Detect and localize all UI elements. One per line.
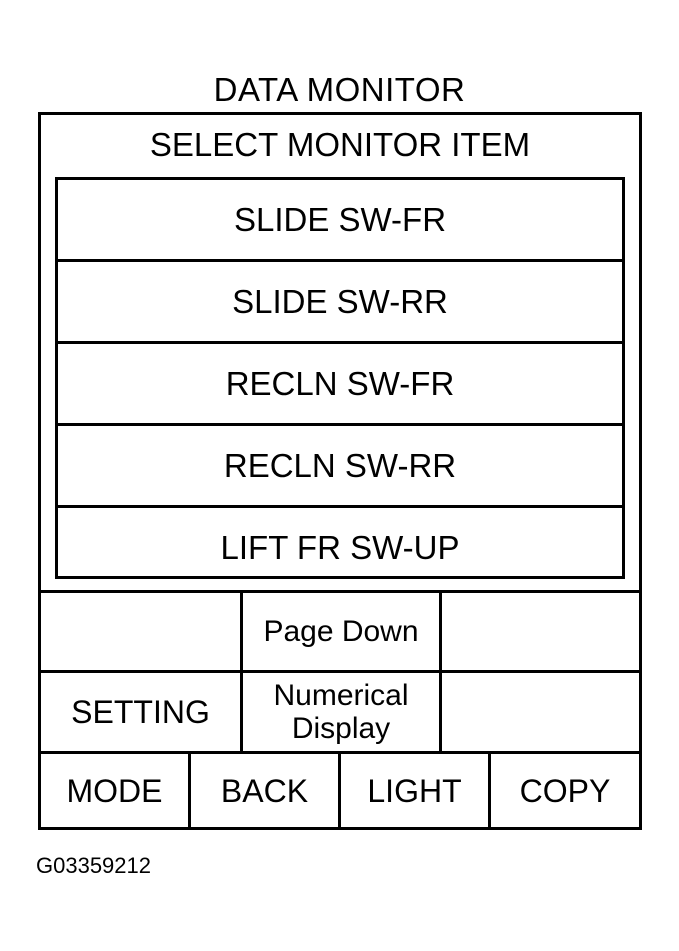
list-item-label: SLIDE SW-RR — [232, 282, 448, 320]
empty-button-right-2 — [442, 673, 639, 751]
copy-button[interactable]: COPY — [491, 754, 639, 827]
data-monitor-screen: SELECT MONITOR ITEM SLIDE SW-FR SLIDE SW… — [38, 112, 642, 830]
light-label: LIGHT — [367, 772, 462, 809]
list-item-label: SLIDE SW-FR — [233, 200, 447, 238]
button-row-3: MODE BACK LIGHT COPY — [41, 754, 639, 827]
copy-label: COPY — [519, 772, 611, 809]
back-button[interactable]: BACK — [191, 754, 341, 827]
select-monitor-item-header: SELECT MONITOR ITEM — [149, 126, 531, 163]
monitor-item-lift-fr-sw-up[interactable]: LIFT FR SW-UP — [58, 508, 622, 587]
monitor-item-slide-sw-fr[interactable]: SLIDE SW-FR — [58, 180, 622, 262]
back-label: BACK — [220, 772, 309, 809]
monitor-item-list: SLIDE SW-FR SLIDE SW-RR RECLN SW-FR RECL… — [55, 177, 625, 579]
list-item-label: RECLN SW-FR — [225, 364, 455, 402]
numerical-display-button[interactable]: Numerical Display — [240, 673, 442, 751]
monitor-item-recln-sw-rr[interactable]: RECLN SW-RR — [58, 426, 622, 508]
empty-button-right — [442, 593, 639, 670]
numerical-display-label-line1: Numerical — [273, 679, 409, 712]
monitor-item-slide-sw-rr[interactable]: SLIDE SW-RR — [58, 262, 622, 344]
numerical-display-label-line2: Display — [291, 712, 391, 745]
mode-button[interactable]: MODE — [41, 754, 191, 827]
button-row-2: SETTING Numerical Display — [41, 673, 639, 754]
setting-label: SETTING — [71, 694, 210, 730]
button-row-1: Page Down — [41, 593, 639, 673]
list-item-label: RECLN SW-RR — [223, 446, 457, 484]
empty-button-left — [41, 593, 240, 670]
light-button[interactable]: LIGHT — [341, 754, 491, 827]
page-down-label: Page Down — [263, 615, 419, 648]
screen-title: DATA MONITOR — [213, 71, 466, 108]
figure-code: G03359212 — [36, 853, 151, 878]
list-item-label: LIFT FR SW-UP — [220, 528, 460, 566]
setting-button[interactable]: SETTING — [41, 673, 240, 751]
monitor-item-recln-sw-fr[interactable]: RECLN SW-FR — [58, 344, 622, 426]
touch-button-grid: Page Down SETTING Numerical Display MODE — [41, 590, 639, 827]
mode-label: MODE — [66, 772, 163, 809]
page-down-button[interactable]: Page Down — [240, 593, 442, 670]
